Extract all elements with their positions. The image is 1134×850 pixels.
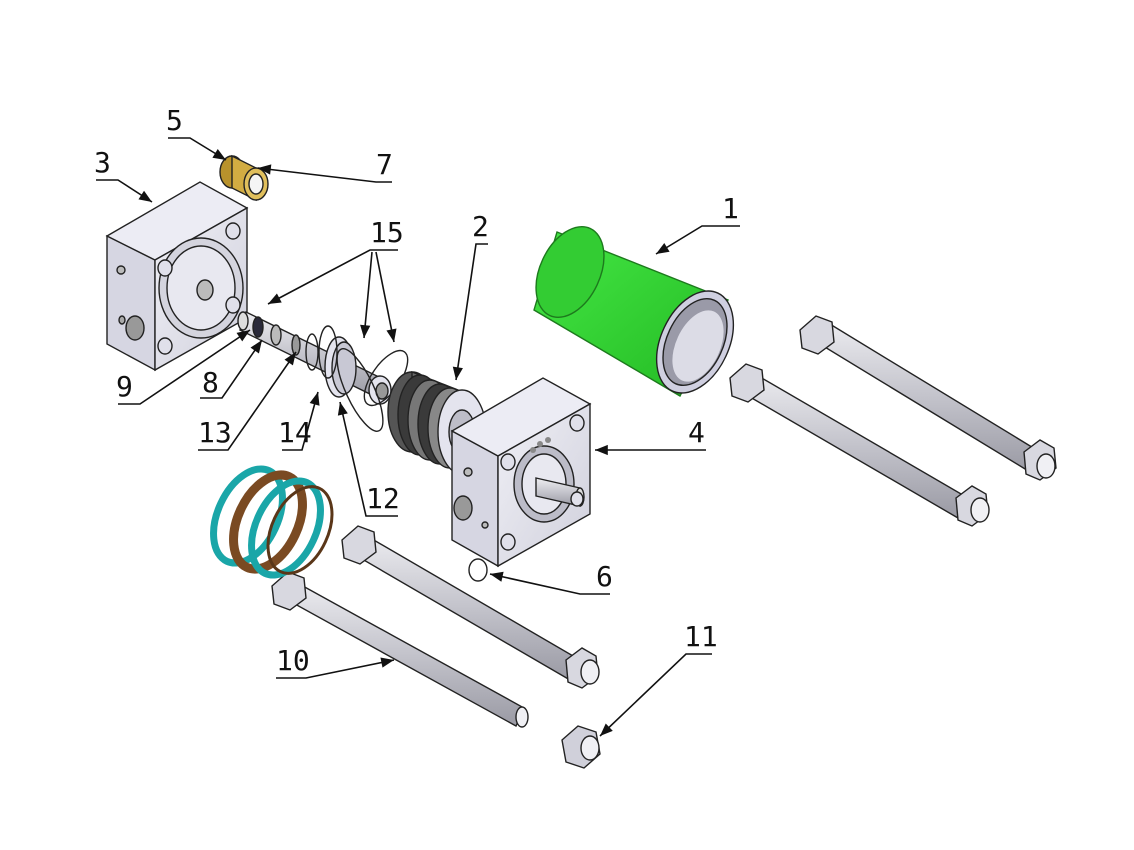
end-cap-right-part-4 [450, 377, 592, 568]
label-15: 15 [370, 216, 404, 249]
label-1: 1 [722, 192, 739, 225]
label-4: 4 [688, 416, 705, 449]
cylinder-tube-part-1 [533, 225, 735, 397]
label-2: 2 [472, 210, 489, 243]
seal-kit [210, 465, 334, 579]
tie-rod-middle-right [729, 363, 990, 527]
tie-rod-upper-right [799, 315, 1057, 481]
tie-rod-part-10 [271, 571, 529, 728]
label-6: 6 [596, 560, 613, 593]
label-12: 12 [366, 482, 400, 515]
label-13: 13 [198, 416, 232, 449]
o-ring-part-6 [468, 558, 488, 582]
label-7: 7 [376, 148, 393, 181]
piston-rod-assembly [237, 311, 409, 432]
bushing-part-5-7 [219, 154, 269, 202]
nut-part-11 [561, 725, 601, 769]
label-9: 9 [116, 370, 133, 403]
label-8: 8 [202, 366, 219, 399]
leader-lines [96, 137, 740, 737]
label-5: 5 [166, 104, 183, 137]
label-3: 3 [94, 146, 111, 179]
label-10: 10 [276, 644, 310, 677]
tie-rod-lower-middle [341, 525, 600, 689]
end-cap-left-part-3 [105, 181, 249, 372]
label-11: 11 [684, 620, 718, 653]
label-14: 14 [278, 416, 312, 449]
